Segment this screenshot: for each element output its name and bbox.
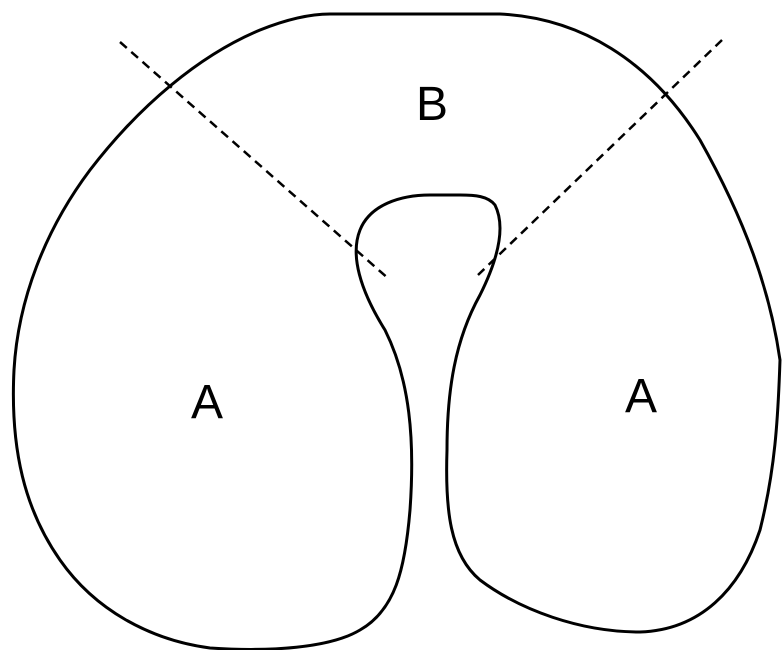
- region-outline: [11, 12, 782, 650]
- region-b-label: B: [416, 78, 448, 131]
- region-a-left-label: A: [191, 376, 223, 429]
- right-dashed-divider: [477, 39, 723, 276]
- left-dashed-divider: [119, 41, 391, 281]
- region-a-right-label: A: [625, 370, 657, 423]
